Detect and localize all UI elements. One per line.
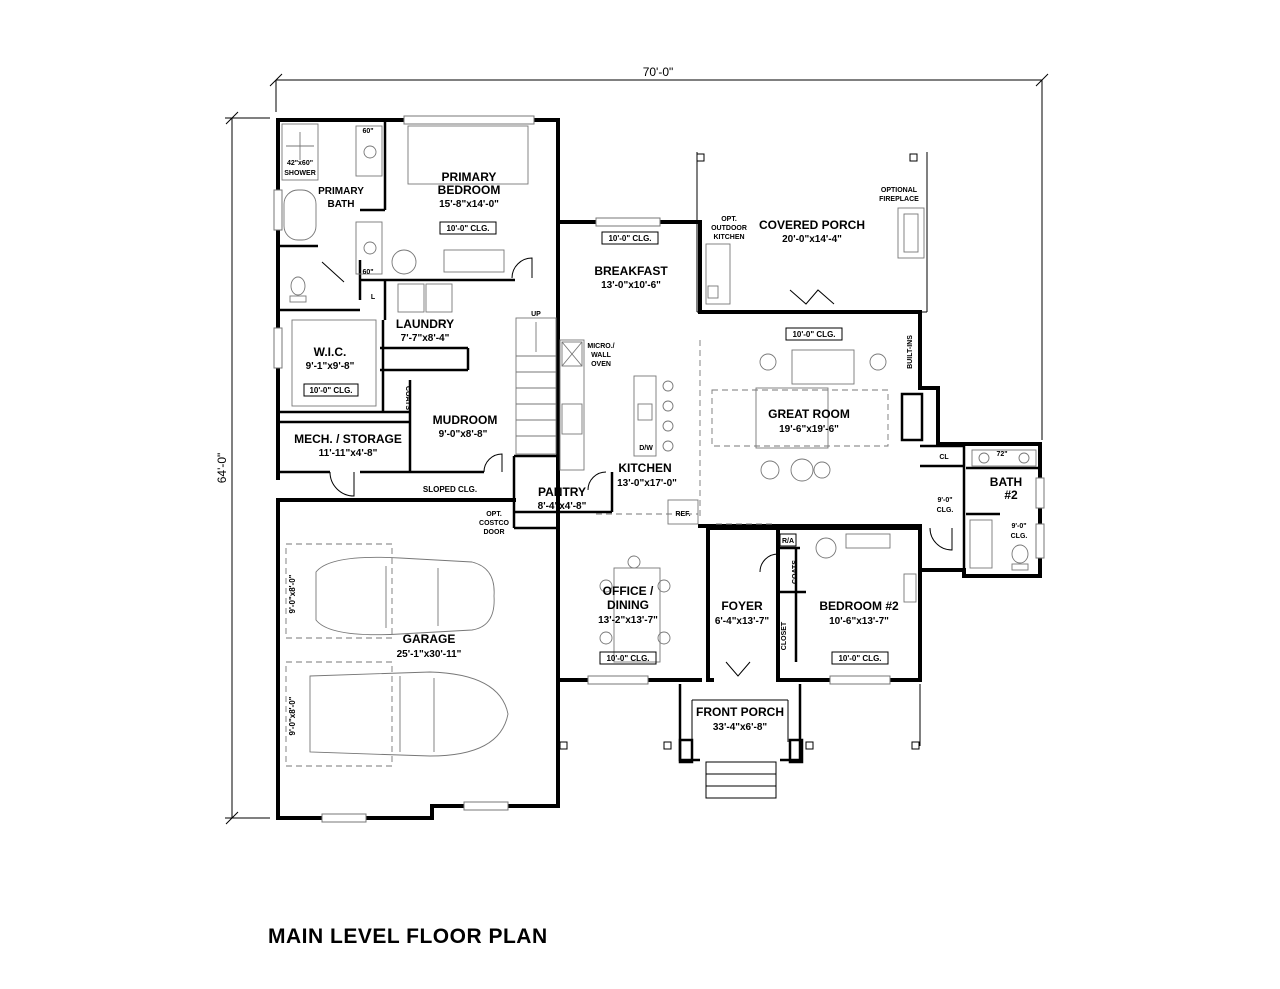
foyer-coats-label: COATS: [792, 560, 799, 584]
great-room-size: 19'-6"x19'-6": [779, 424, 839, 435]
mech-storage-size: 11'-11"x4'-8": [319, 448, 378, 459]
laundry-l-mark: L: [371, 294, 376, 301]
micro-line-2: WALL: [591, 352, 612, 359]
bath2-clg-b-1: 9'-0": [1011, 523, 1026, 530]
laundry-name: LAUNDRY: [396, 317, 454, 331]
sloped-ceiling-note: SLOPED CLG.: [423, 485, 477, 494]
office-size: 13'-2"x13'-7": [598, 615, 658, 626]
garage-bay-1-size: 9'-0"x8'-0": [288, 574, 297, 613]
bath2-clg-a-2: CLG.: [937, 507, 954, 514]
primary-bedroom-size: 15'-8"x14'-0": [439, 199, 499, 210]
mech-storage-name: MECH. / STORAGE: [294, 432, 402, 446]
breakfast-name: BREAKFAST: [594, 264, 668, 278]
vanity-60-top: 60": [362, 128, 373, 135]
fixtures: [281, 123, 1037, 799]
breakfast-clg: 10'-0" CLG.: [608, 234, 651, 243]
micro-line-1: MICRO./: [587, 343, 614, 350]
depth-dimension-label: 64'-0": [215, 453, 229, 484]
bath2-closet-label: CL: [939, 454, 949, 461]
refrigerator-label: REF.: [675, 511, 690, 518]
kitchen-size: 13'-0"x17'-0": [617, 478, 677, 489]
covered-porch-outline: [696, 152, 928, 313]
foyer-size: 6'-4"x13'-7": [715, 616, 770, 627]
vanity-72-label: 72": [996, 451, 1007, 458]
windows: [273, 115, 1045, 823]
covered-porch-size: 20'-0"x14'-4": [782, 234, 842, 245]
outdoor-kitchen-line-2: OUTDOOR: [711, 225, 747, 232]
bath2-clg-a-1: 9'-0": [937, 497, 952, 504]
bedroom2-name: BEDROOM #2: [819, 599, 899, 613]
dimension-lines: [225, 73, 1049, 825]
bedroom2-size: 10'-6"x13'-7": [829, 616, 889, 627]
costco-door-line-2: COSTCO: [479, 520, 510, 527]
fireplace-line-2: FIREPLACE: [879, 196, 919, 203]
built-ins-label: BUILT-INS: [907, 335, 914, 369]
primary-bath-name-1: PRIMARY: [318, 186, 364, 197]
costco-door-line-1: OPT.: [486, 511, 502, 518]
outdoor-kitchen-line-1: OPT.: [721, 216, 737, 223]
wic-size: 9'-1"x9'-8": [306, 361, 355, 372]
mudroom-size: 9'-0"x8'-8": [439, 429, 488, 440]
wic-clg: 10'-0" CLG.: [309, 386, 352, 395]
fireplace-line-1: OPTIONAL: [881, 187, 918, 194]
primary-bedroom-name-1: PRIMARY: [442, 170, 497, 184]
kitchen-name: KITCHEN: [618, 461, 671, 475]
stair-up-label: UP: [531, 311, 541, 318]
pantry-name: PANTRY: [538, 485, 586, 499]
bath2-name-1: BATH: [990, 475, 1022, 489]
front-porch-size: 33'-4"x6'-8": [713, 722, 768, 733]
room-labels: PRIMARY BEDROOM 15'-8"x14'-0" 10'-0" CLG…: [284, 128, 1027, 735]
micro-line-3: OVEN: [591, 361, 611, 368]
primary-bath-name-2: BATH: [327, 199, 354, 210]
pantry-size: 8'-4"x4'-8": [538, 501, 587, 512]
vanity-60-bottom: 60": [362, 269, 373, 276]
plan-title: MAIN LEVEL FLOOR PLAN: [268, 925, 548, 948]
bedroom2-clg: 10'-0" CLG.: [838, 654, 881, 663]
breakfast-size: 13'-0"x10'-6": [601, 280, 661, 291]
office-clg: 10'-0" CLG.: [606, 654, 649, 663]
covered-porch-name: COVERED PORCH: [759, 218, 865, 232]
return-air-label: R/A: [782, 538, 794, 545]
foyer-name: FOYER: [721, 599, 763, 613]
front-porch-name: FRONT PORCH: [696, 705, 784, 719]
laundry-size: 7'-7"x8'-4": [401, 333, 450, 344]
mudroom-coats-label: COATS: [404, 386, 411, 410]
mudroom-name: MUDROOM: [433, 413, 498, 427]
garage-name: GARAGE: [403, 632, 456, 646]
bath2-clg-b-2: CLG.: [1011, 533, 1028, 540]
primary-bedroom-clg: 10'-0" CLG.: [446, 224, 489, 233]
shower-label: SHOWER: [284, 170, 316, 177]
dishwasher-label: D/W: [639, 445, 653, 452]
great-room-name: GREAT ROOM: [768, 407, 850, 421]
width-dimension-label: 70'-0": [643, 65, 674, 79]
office-name-1: OFFICE /: [603, 584, 654, 598]
outdoor-kitchen-line-3: KITCHEN: [713, 234, 744, 241]
costco-door-line-3: DOOR: [484, 529, 505, 536]
great-room-clg: 10'-0" CLG.: [792, 330, 835, 339]
garage-size: 25'-1"x30'-11": [397, 649, 462, 660]
foyer-closet-label: CLOSET: [781, 621, 788, 650]
wic-name: W.I.C.: [314, 345, 347, 359]
bath2-name-2: #2: [1004, 488, 1018, 502]
primary-bedroom-name-2: BEDROOM: [438, 183, 501, 197]
garage-bay-2-size: 9'-0"x8'-0": [288, 696, 297, 735]
shower-size: 42"x60": [287, 160, 313, 167]
office-name-2: DINING: [607, 598, 649, 612]
